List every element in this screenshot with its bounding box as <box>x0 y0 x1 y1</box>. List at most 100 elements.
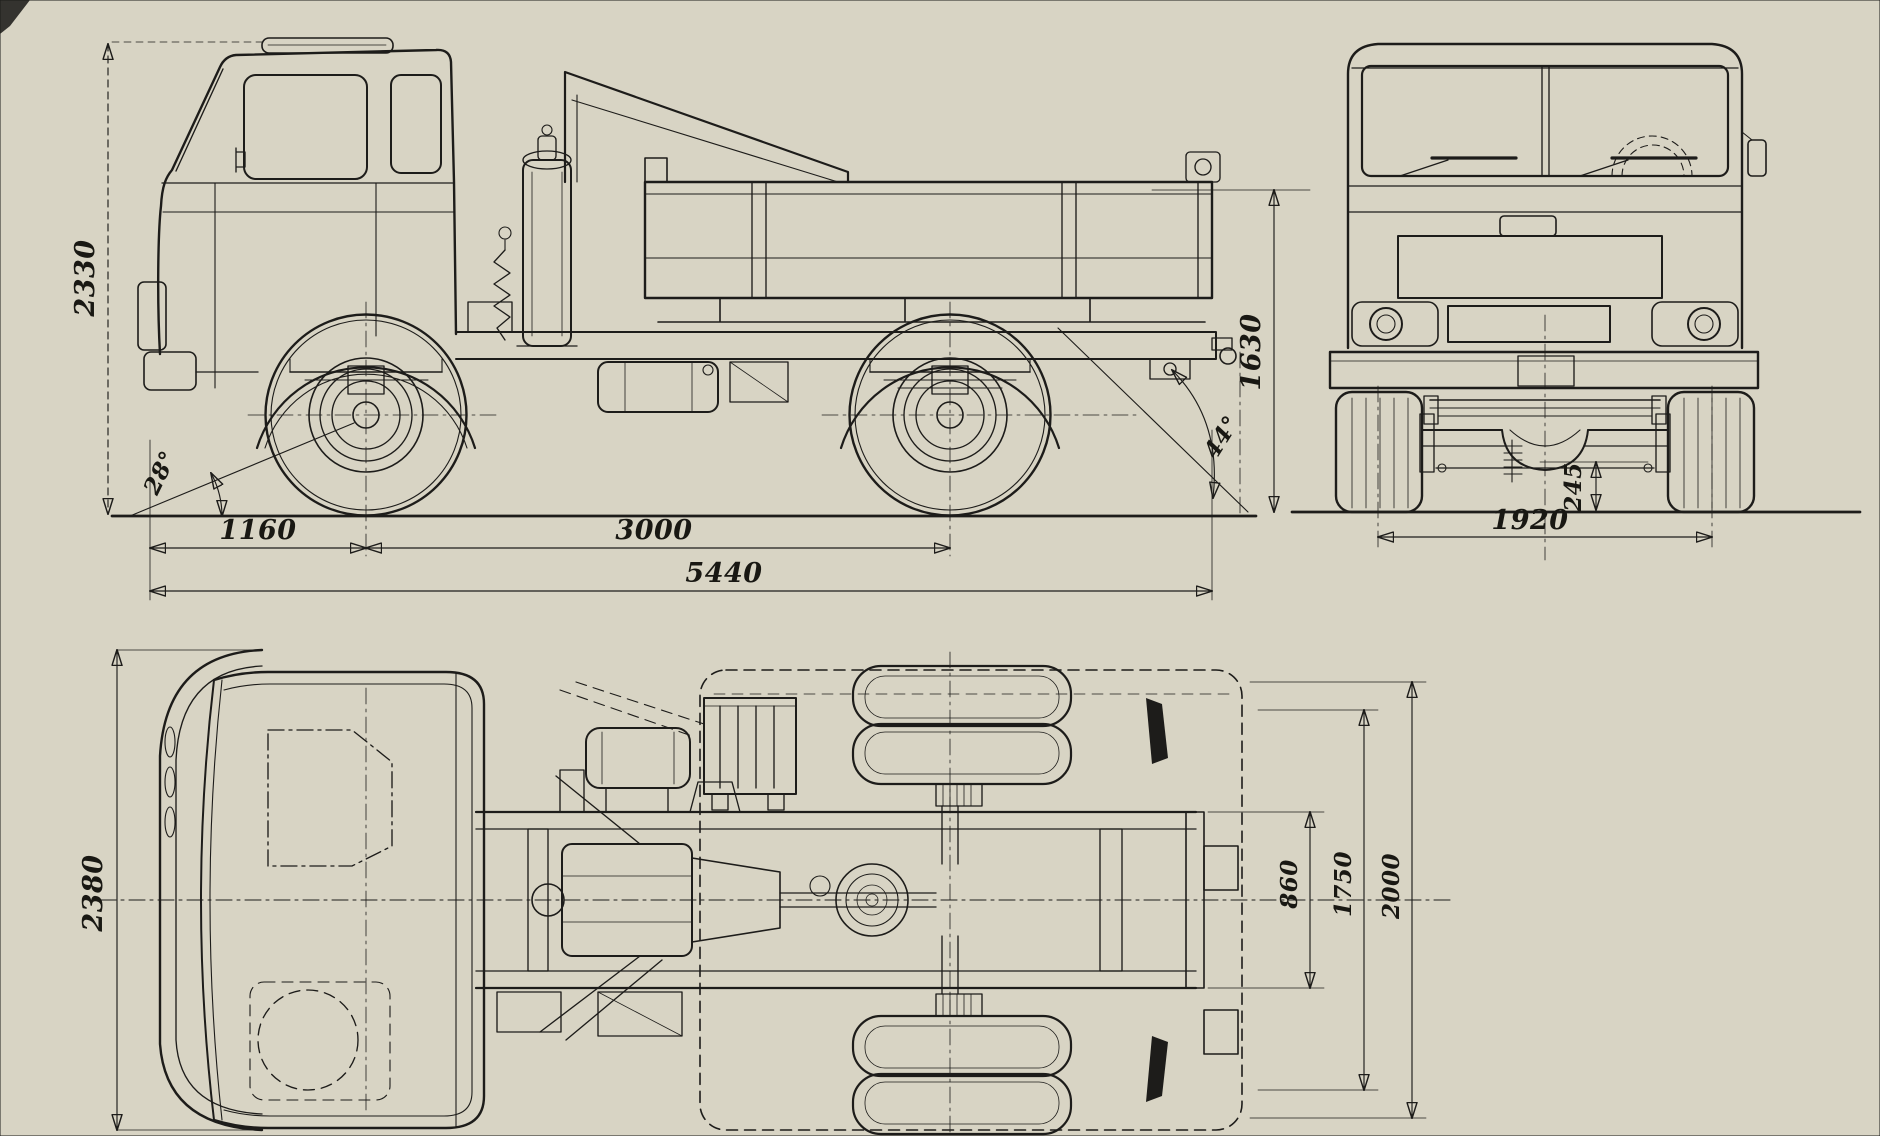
dim-overall-length: 5440 <box>150 558 1212 591</box>
crossmember-1 <box>527 828 549 972</box>
dim-platform-height-label: 1630 <box>1236 313 1267 390</box>
front-cab <box>1346 42 1767 350</box>
air-hose-coil <box>467 226 513 341</box>
tipping-angle-label: 44° <box>1198 411 1245 463</box>
headboard <box>644 157 668 183</box>
rear-dual-tires-bottom <box>851 935 1073 1136</box>
windshield-divider <box>1541 65 1550 177</box>
front-wheel <box>247 301 501 557</box>
dim-overall-width: 2380 <box>78 650 253 1130</box>
fuel-tank <box>597 361 719 413</box>
dim-inner-track-label: 1750 <box>1330 851 1357 917</box>
left-headlight-panel <box>1351 301 1439 347</box>
top-view: 2380 860 1750 2000 <box>78 648 1456 1136</box>
tipping-pivot-bracket <box>1149 358 1191 380</box>
filler-cap <box>702 364 714 376</box>
dim-inner-track: 1750 <box>1257 710 1379 1090</box>
front-view-bumper <box>1328 350 1760 390</box>
bracket-foot <box>689 781 741 813</box>
body-outline-hidden <box>699 669 1243 1131</box>
dim-ground-clearance-label: 245 <box>1560 462 1587 513</box>
grille <box>1351 235 1739 347</box>
upper-grille <box>1397 235 1663 299</box>
rear-crossmember <box>1185 811 1205 989</box>
left-headlight <box>1369 307 1403 341</box>
box-rails <box>644 193 1213 259</box>
rear-wheel <box>821 301 1141 557</box>
stake-rear <box>1061 181 1077 299</box>
shock-absorber-top <box>1146 698 1168 764</box>
front-left-tire <box>1334 390 1424 514</box>
driveshaft <box>779 892 937 908</box>
rear-dual-tires-top <box>851 664 1073 865</box>
cab <box>137 37 477 450</box>
door-handle <box>235 147 246 173</box>
air-tank <box>516 124 578 347</box>
tow-hook <box>1219 347 1237 365</box>
wheelbox-hidden <box>249 981 391 1101</box>
dim-frame-width-label: 860 <box>1276 859 1303 910</box>
hoist-frame <box>563 70 850 184</box>
rear-wheel-centerlines <box>821 301 1141 557</box>
rear-wheel-arch <box>839 366 1061 450</box>
dim-platform-height: 1630 <box>1151 190 1311 512</box>
rear-bracket-bottom <box>1203 1009 1239 1055</box>
license-plate <box>1517 355 1575 387</box>
front-axle-assembly <box>1419 395 1671 483</box>
dim-overall-width-label: 2380 <box>78 854 109 932</box>
plan-bumper <box>158 648 264 1132</box>
dim-rear-width: 2000 <box>1249 682 1427 1118</box>
front-view: 1630 245 1920 <box>1151 42 1862 561</box>
lower-grille <box>1447 305 1611 343</box>
badge-plate <box>1499 215 1557 237</box>
tipping-pivot <box>1163 362 1177 376</box>
front-wheel-centerlines <box>247 301 501 557</box>
axle-centerlines <box>365 651 951 1136</box>
cab-rear-step <box>467 301 513 333</box>
right-wiper-arm <box>1579 159 1629 177</box>
mirror <box>1747 139 1767 177</box>
dim-overall-height-label: 2330 <box>70 239 101 317</box>
tailgate <box>1197 181 1213 299</box>
dim-frame-width: 860 <box>1207 812 1325 988</box>
windshield <box>1360 64 1730 178</box>
shock-absorber-bottom <box>1146 1036 1168 1102</box>
gearbox <box>691 857 781 943</box>
tailgate-hinge <box>1194 158 1212 176</box>
side-view: 2330 1160 3000 5440 28° 44° <box>70 37 1258 601</box>
dim-wheelbase-label: 3000 <box>615 515 692 546</box>
dim-ground-clearance: 245 <box>1539 462 1649 513</box>
cab-step <box>143 351 197 391</box>
crossmember-2 <box>1099 828 1123 972</box>
plan-cab <box>200 670 486 1130</box>
cargo-box <box>643 180 1214 300</box>
seat-outline-hidden <box>267 729 393 867</box>
dim-track-width: 1920 <box>1378 505 1712 537</box>
tire-centerlines <box>1377 385 1713 549</box>
driveline <box>496 698 1239 1102</box>
frame-braces <box>539 775 663 1041</box>
cab-outline <box>156 48 458 356</box>
front-right-tire <box>1666 390 1756 514</box>
right-headlight-panel <box>1651 301 1739 347</box>
tool-box <box>729 361 789 403</box>
tailgate-hinge-bracket <box>1185 151 1221 183</box>
mirror-arm <box>1741 131 1753 141</box>
cowl-lines <box>1347 185 1743 213</box>
roof-vent <box>261 37 394 54</box>
brake-drum-top <box>935 783 983 807</box>
rear-bracket-top <box>1203 845 1239 891</box>
approach-angle: 28° <box>129 422 355 516</box>
right-headlight <box>1687 307 1721 341</box>
stake-front <box>751 181 767 299</box>
scan-artifact <box>0 0 30 34</box>
steering-wheel-hidden <box>1611 135 1693 177</box>
dim-wheelbase: 3000 <box>366 515 950 548</box>
dim-rear-width-label: 2000 <box>1378 853 1405 920</box>
front-bumper <box>137 281 167 351</box>
plan-air-tank <box>559 727 691 813</box>
approach-angle-label: 28° <box>138 447 182 500</box>
plan-frame <box>474 810 1205 990</box>
